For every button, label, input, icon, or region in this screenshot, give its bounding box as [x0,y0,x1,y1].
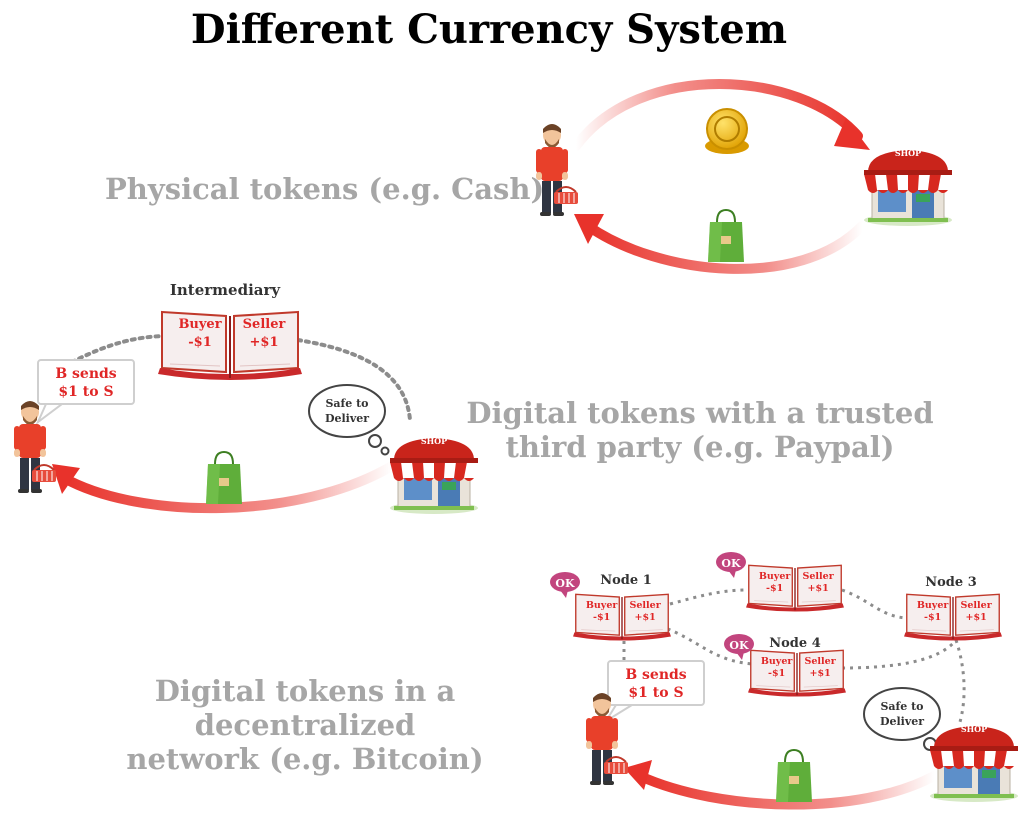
node2-seller-name: Seller [803,571,835,582]
page-title: Different Currency System [190,6,788,53]
link-node1-node4 [659,624,753,666]
node4-seller-amount: +$1 [810,668,831,679]
shop-icon-3 [929,725,1019,803]
node3-buyer-amount: -$1 [924,612,941,623]
node2-seller-amount: +$1 [808,583,829,594]
dotted-link-ledger-shop [296,338,412,422]
node4-ok-text: OK [729,639,749,652]
arrow-to-buyer [583,221,867,274]
arrow-shop-to-buyer-head [52,464,80,494]
node1-label: Node 1 [600,573,652,588]
safe-to-deliver-thought-2: Safe to Deliver [863,687,945,759]
node1-seller-amount: +$1 [635,612,656,623]
node-3-ledger: Buyer -$1 Seller +$1 [903,593,1003,642]
node1-seller-name: Seller [630,600,662,611]
basket-icon [553,186,579,205]
node3-label: Node 3 [925,575,977,590]
decentralized-section: Buyer -$1 Seller +$1 Node 1 OK Buyer -$1… [550,552,1019,810]
shopping-bag-icon [707,209,745,263]
node2-ok-badge: OK [716,552,746,578]
basket-icon-2 [31,464,57,483]
arrow-shop-to-buyer-3 [635,771,939,810]
node2-ok-text: OK [721,557,741,570]
payment-speech-bubble: B sends $1 to S [35,359,135,426]
thought2-line1: Safe to [880,700,923,713]
bubble2-line1: B sends [625,667,686,683]
ledger-buyer-name: Buyer [178,317,221,332]
safe-to-deliver-thought: Safe to Deliver [308,384,390,456]
node-4-ledger: Buyer -$1 Seller +$1 [747,649,847,698]
arrow-to-buyer-head [574,214,604,244]
shop-sign-3: SHOP [961,724,987,734]
link-node2-node3 [841,588,907,620]
node1-buyer-name: Buyer [586,600,619,611]
shop-sign-2: SHOP [421,436,447,446]
node4-buyer-name: Buyer [761,656,794,667]
payment-speech-bubble-2: B sends $1 to S [605,660,705,722]
trusted-section: Intermediary Buyer -$1 Seller +$1 B send… [14,281,479,515]
bubble2-line2: $1 to S [628,685,683,701]
dotted-link-buyer-ledger [70,334,170,364]
bubble-line2: $1 to S [58,384,113,400]
trusted-third-party-label: Digital tokens with a trusted third part… [440,396,960,464]
intermediary-ledger: Buyer -$1 Seller +$1 [157,311,303,381]
node1-ok-text: OK [555,577,575,590]
node3-seller-name: Seller [961,600,993,611]
decentral-label-line2: network (e.g. Bitcoin) [126,742,484,776]
physical-section: SHOP [536,79,953,274]
thought-line1: Safe to [325,397,368,410]
arrow-to-shop [571,79,863,151]
node-2-ledger: Buyer -$1 Seller +$1 [745,564,845,613]
intermediary-label: Intermediary [170,281,282,299]
coin-icon [705,108,749,154]
arrow-shop-to-buyer-3-head [624,760,652,790]
shop-sign: SHOP [895,148,921,158]
node1-buyer-amount: -$1 [593,612,610,623]
node3-seller-amount: +$1 [966,612,987,623]
node4-ok-badge: OK [724,634,754,660]
physical-tokens-label: Physical tokens (e.g. Cash) [105,172,545,206]
node4-seller-name: Seller [805,656,837,667]
node3-buyer-name: Buyer [917,600,950,611]
trusted-label-line2: third party (e.g. Paypal) [505,430,895,464]
thought2-line2: Deliver [880,715,924,728]
node4-buyer-amount: -$1 [768,668,785,679]
shopping-bag-icon-3 [775,749,813,803]
node-1-ledger: Buyer -$1 Seller +$1 [572,593,672,642]
bubble-line1: B sends [55,366,116,382]
node2-buyer-name: Buyer [759,571,792,582]
ledger-seller-name: Seller [243,317,286,332]
trusted-label-line1: Digital tokens with a trusted [466,396,934,430]
decentral-label-line1: Digital tokens in a decentralized [154,674,456,742]
node2-buyer-amount: -$1 [766,583,783,594]
node1-ok-badge: OK [550,572,580,598]
arrow-to-shop-head [834,118,870,150]
link-node3-shop [954,639,966,723]
link-node1-node2 [669,588,749,606]
shop-icon-2 [389,437,479,515]
shopping-bag-icon-2 [205,451,243,505]
ledger-buyer-amount: -$1 [188,335,212,350]
ledger-seller-amount: +$1 [250,335,279,350]
decentralized-network-label: Digital tokens in a decentralized networ… [40,674,570,776]
basket-icon-3 [603,756,629,775]
thought-line2: Deliver [325,412,369,425]
node4-label: Node 4 [769,636,821,651]
shop-icon [863,149,953,227]
link-node4-node3 [841,639,958,670]
arrow-shop-to-buyer [59,461,397,514]
